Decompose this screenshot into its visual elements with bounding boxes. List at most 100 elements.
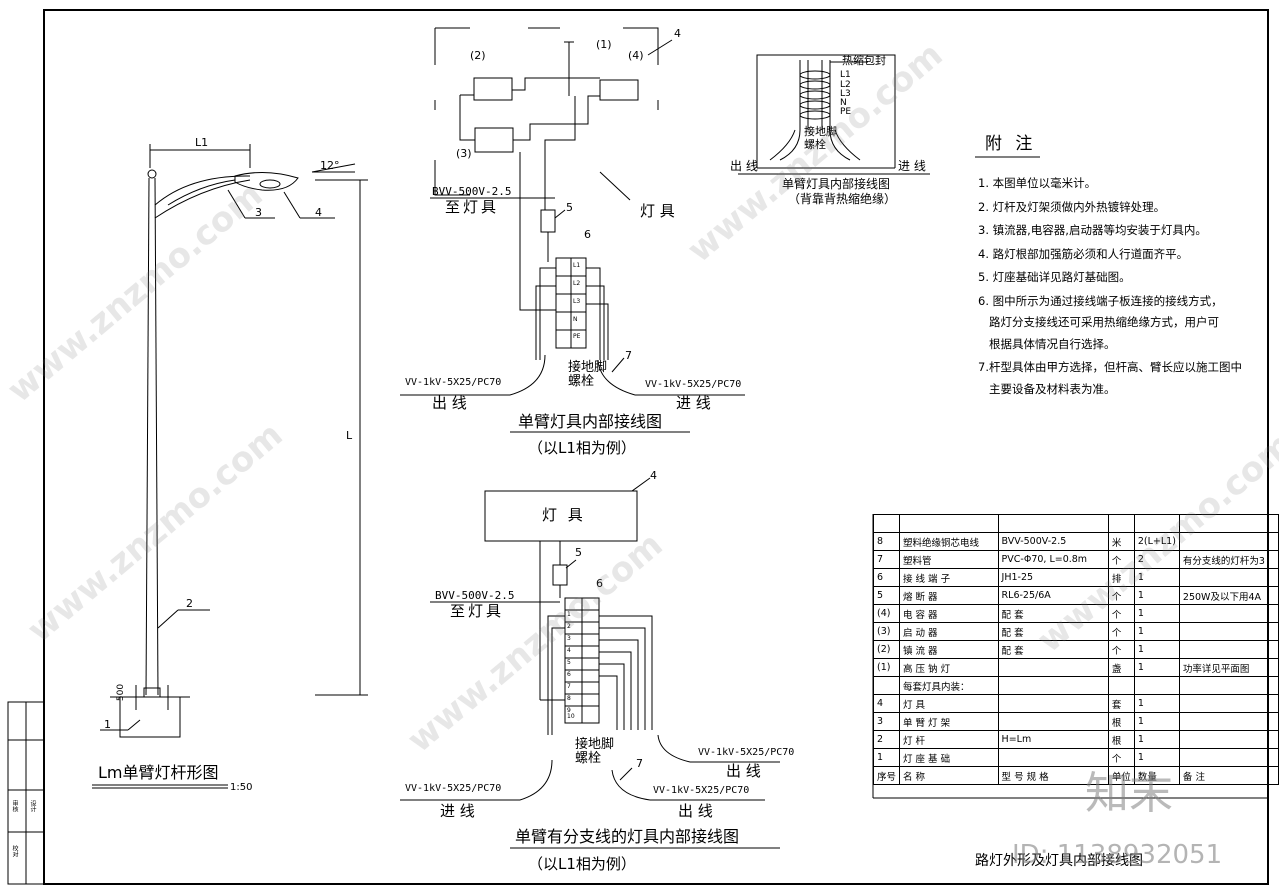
pole-figure-title: Lm单臂灯杆形图 xyxy=(98,763,219,782)
bom-cell xyxy=(997,676,1109,695)
bom-cell xyxy=(1178,568,1279,587)
wiring-figure-1 xyxy=(400,27,745,433)
bom-cell: 个 xyxy=(1107,622,1135,641)
bom-cell xyxy=(1178,712,1279,731)
w2-cable-in: VV-1kV-5X25/PC70 xyxy=(405,783,502,794)
w1-lamp-label: 灯 具 xyxy=(640,202,675,220)
bom-cell: 名 称 xyxy=(899,766,999,785)
bom-cell: 1 xyxy=(1133,604,1180,623)
w2-term-1: 1 xyxy=(567,611,571,618)
pole-height-dim-label: L xyxy=(346,429,353,442)
note-item: 3. 镇流器,电容器,启动器等均安装于灯具内。 xyxy=(978,223,1207,237)
heatshrink-figure xyxy=(738,54,930,175)
w2-callout-box: 4 xyxy=(650,469,657,482)
bom-cell: 1 xyxy=(1133,586,1180,605)
bom-cell: 高 压 钠 灯 xyxy=(899,658,999,677)
pole-figure xyxy=(92,144,368,789)
w2-term-10: 10 xyxy=(567,713,575,720)
bom-cell: 1 xyxy=(1133,712,1180,731)
hs-phase-L1: L1 xyxy=(840,70,851,80)
bom-cell xyxy=(1178,694,1279,713)
bom-cell xyxy=(1107,514,1135,533)
bom-cell: PVC-Φ70, L=0.8m xyxy=(997,550,1109,569)
bom-cell: 灯 杆 xyxy=(899,730,999,749)
w2-to-lamp: 至灯具 xyxy=(450,602,505,620)
w2-term-6: 6 xyxy=(567,671,571,678)
wiring-figure-2 xyxy=(400,477,780,849)
bom-row: 每套灯具内装： xyxy=(872,676,1279,695)
bom-cell: 8 xyxy=(872,532,901,551)
note-item: 5. 灯座基础详见路灯基础图。 xyxy=(978,270,1131,284)
w1-callout-box: 4 xyxy=(674,27,681,40)
bom-cell xyxy=(899,514,999,533)
bom-cell: 熔 断 器 xyxy=(899,586,999,605)
w1-callout-fuse: 5 xyxy=(566,201,573,214)
left-stamp-strip xyxy=(7,701,45,885)
w1-term-PE: PE xyxy=(573,333,581,340)
bom-cell: 4 xyxy=(872,694,901,713)
note-item: 2. 灯杆及灯架须做内外热镀锌处理。 xyxy=(978,199,1166,214)
w2-cable-in-2: VV-1kV-5X25/PC70 xyxy=(653,785,750,796)
w2-term-7: 7 xyxy=(567,683,571,690)
w1-in-label: 进 线 xyxy=(676,394,711,412)
hs-title: 单臂灯具内部接线图 xyxy=(782,177,891,191)
bom-cell: 单 臂 灯 架 xyxy=(899,712,999,731)
w1-callout-pipe: 7 xyxy=(625,349,632,362)
bom-cell: 启 动 器 xyxy=(899,622,999,641)
bom-cell: (1) xyxy=(872,658,901,677)
w2-term-8: 8 xyxy=(567,695,571,702)
bom-cell: 1 xyxy=(1133,658,1180,677)
w1-part-3: (3) xyxy=(456,147,472,160)
hs-ground-bolt-1: 接地脚 xyxy=(804,125,837,138)
w1-callout-terminal: 6 xyxy=(584,228,591,241)
bom-cell: 250W及以下用4A xyxy=(1178,586,1279,605)
w1-cable-in: VV-1kV-5X25/PC70 xyxy=(645,379,742,390)
pole-callout-1: 1 xyxy=(104,718,111,731)
bom-cell: 1 xyxy=(1133,748,1180,767)
w2-ground-bolt-2: 螺栓 xyxy=(575,751,602,766)
bom-cell: 有分支线的灯杆为3 xyxy=(1178,550,1279,569)
hs-heat-seal: 热缩包封 xyxy=(842,54,886,67)
bom-cell: 灯 具 xyxy=(899,694,999,713)
w2-term-3: 3 xyxy=(567,635,571,642)
notes-heading: 附 注 xyxy=(985,134,1037,154)
bom-cell: 备 注 xyxy=(1178,766,1279,785)
hs-in-label: 进 线 xyxy=(898,159,926,173)
bom-cell xyxy=(872,676,901,695)
pole-callout-4: 4 xyxy=(315,206,322,219)
w1-to-lamp: 至灯具 xyxy=(445,198,500,216)
bom-cell xyxy=(1178,622,1279,641)
bom-cell: 1 xyxy=(1133,622,1180,641)
bom-cell: BVV-500V-2.5 xyxy=(997,532,1109,551)
pole-callout-3: 3 xyxy=(255,206,262,219)
bom-cell xyxy=(872,514,901,533)
bom-cell: 镇 流 器 xyxy=(899,640,999,659)
bom-cell: 根 xyxy=(1107,730,1135,749)
w2-callout-terminal: 6 xyxy=(596,577,603,590)
w1-part-2: (2) xyxy=(470,49,486,62)
bom-cell xyxy=(1178,640,1279,659)
w1-term-L1: L1 xyxy=(573,262,581,269)
bom-cell xyxy=(1107,676,1135,695)
w1-cable-to-lamp: BVV-500V-2.5 xyxy=(432,185,512,198)
note-item: 路灯分支接线还可采用热缩绝缘方式，用户可 xyxy=(978,315,1219,329)
note-item: 7.杆型具体由甲方选择，但杆高、臂长应以施工图中 xyxy=(978,360,1242,374)
bom-cell: 1 xyxy=(1133,730,1180,749)
hs-subtitle: （背靠背热缩绝缘） xyxy=(788,192,897,206)
note-item: 4. 路灯根部加强筋必须和人行道面齐平。 xyxy=(978,246,1189,261)
w2-callout-pipe: 7 xyxy=(636,757,643,770)
w2-term-5: 5 xyxy=(567,659,571,666)
stamp-review: 审核 xyxy=(11,800,18,812)
w2-out-label: 出 线 xyxy=(726,762,761,780)
pole-angle-label: 12° xyxy=(320,159,340,172)
bom-cell xyxy=(1178,730,1279,749)
w2-callout-fuse: 5 xyxy=(575,546,582,559)
stamp-check: 校对 xyxy=(11,845,18,857)
bom-cell: 盏 xyxy=(1107,658,1135,677)
bom-cell: 单位 xyxy=(1107,766,1135,785)
stamp-design: 设计 xyxy=(29,800,36,812)
